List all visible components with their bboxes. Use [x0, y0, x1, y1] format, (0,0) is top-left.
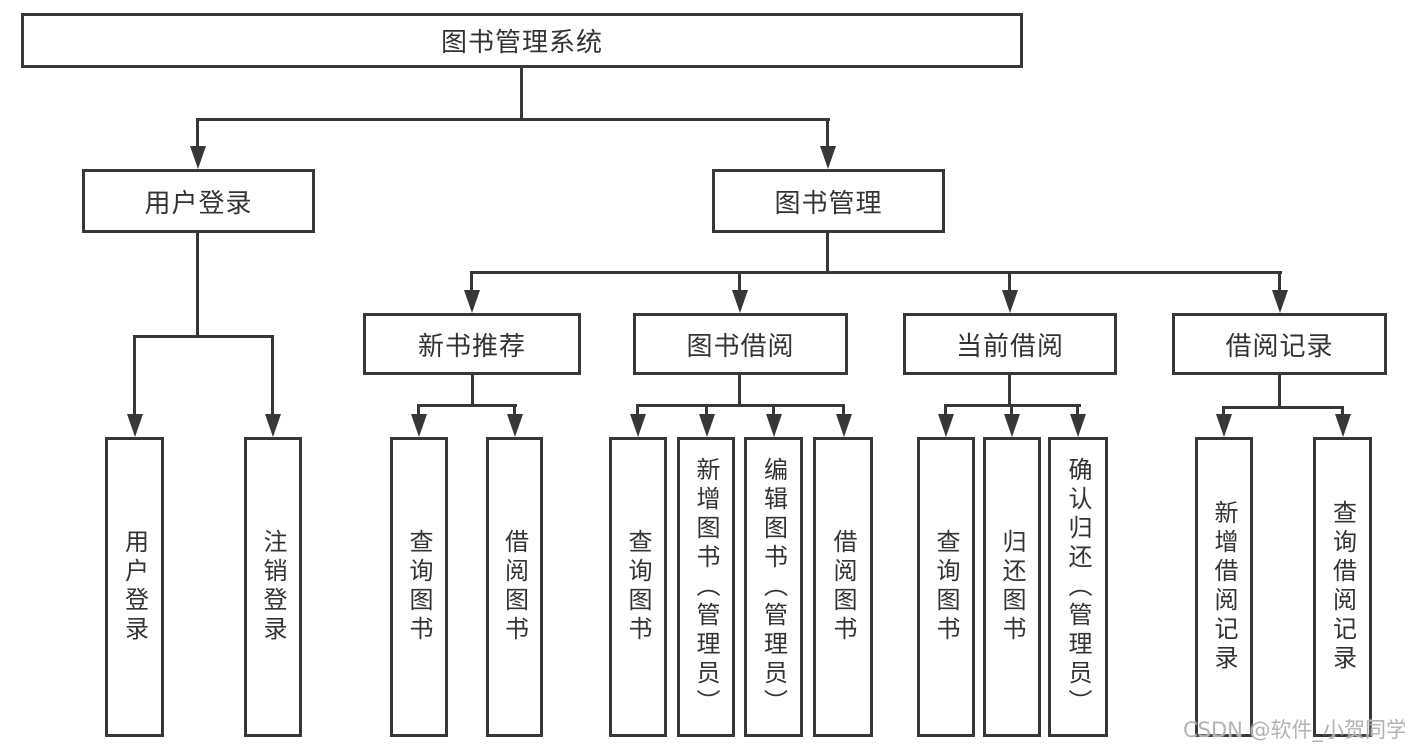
arrow-to-current-confirm [1070, 414, 1086, 437]
leaf-current-return-label: 归还图书 [998, 529, 1026, 645]
connector-current-query-stem [944, 404, 947, 417]
connector-level1-bus [196, 118, 830, 121]
connector-borrow-stem [738, 271, 741, 293]
node-borrow-records-label: 借阅记录 [1225, 331, 1334, 362]
connector-newbook-bus [417, 404, 517, 407]
leaf-current-confirm-label: 确认归还（管理员） [1064, 456, 1092, 718]
leaf-user-login: 用户登录 [105, 437, 164, 737]
connector-login-drop [196, 233, 199, 338]
leaf-records-query: 查询借阅记录 [1313, 437, 1372, 737]
connector-level2-bus [470, 271, 1282, 274]
connector-borrow-drop [738, 375, 741, 407]
connector-mgmt-stem [826, 118, 829, 151]
leaf-borrow-add: 新增图书（管理员） [677, 437, 735, 737]
leaf-current-return: 归还图书 [983, 437, 1041, 737]
arrow-to-login-user [127, 414, 143, 437]
connector-root-drop [520, 68, 523, 120]
arrow-to-current-return [1004, 414, 1020, 437]
connector-newbook-query-stem [417, 404, 420, 417]
connector-borrow-bus [636, 404, 845, 407]
connector-borrow-edit-stem [772, 404, 775, 417]
connector-current-return-stem [1010, 404, 1013, 417]
arrow-to-login [190, 146, 206, 169]
node-current-borrowing: 当前借阅 [903, 313, 1117, 375]
arrow-to-login-logout [265, 414, 281, 437]
connector-records-bus [1222, 406, 1344, 409]
connector-mgmt-drop [826, 233, 829, 274]
arrow-to-borrow-add [699, 414, 715, 437]
node-user-login-label: 用户登录 [144, 188, 253, 219]
connector-borrow-lend-stem [842, 404, 845, 417]
connector-current-confirm-stem [1076, 404, 1079, 417]
leaf-records-add-label: 新增借阅记录 [1210, 500, 1238, 674]
arrow-to-borrow-edit [766, 414, 782, 437]
node-book-management: 图书管理 [712, 169, 945, 233]
leaf-borrow-edit-label: 编辑图书（管理员） [759, 456, 788, 718]
leaf-borrow-query-label: 查询图书 [624, 529, 652, 645]
leaf-records-add: 新增借阅记录 [1195, 437, 1253, 737]
connector-records-drop [1278, 375, 1281, 409]
node-root-label: 图书管理系统 [440, 28, 603, 58]
leaf-current-confirm: 确认归还（管理员） [1048, 437, 1108, 737]
leaf-newbook-borrow: 借阅图书 [486, 437, 543, 737]
arrow-to-borrow [732, 290, 748, 313]
arrow-to-records-query [1335, 414, 1351, 437]
connector-login-user-stem [133, 335, 136, 417]
node-new-book-recommend-label: 新书推荐 [417, 331, 526, 362]
arrow-to-records-add [1216, 414, 1232, 437]
node-current-borrowing-label: 当前借阅 [955, 331, 1064, 362]
connector-records-stem [1278, 271, 1281, 293]
leaf-borrow-edit: 编辑图书（管理员） [744, 437, 803, 737]
arrow-to-borrow-query [630, 414, 646, 437]
arrow-to-current [1002, 290, 1018, 313]
connector-borrow-add-stem [705, 404, 708, 417]
node-new-book-recommend: 新书推荐 [363, 313, 581, 375]
arrow-to-newbook-borrow [507, 414, 523, 437]
connector-login-stem [196, 118, 199, 151]
arrow-to-newbook [464, 290, 480, 313]
leaf-newbook-query: 查询图书 [390, 437, 448, 737]
leaf-current-query: 查询图书 [917, 437, 975, 737]
node-borrow-records: 借阅记录 [1172, 313, 1387, 375]
arrow-to-borrow-lend [836, 414, 852, 437]
node-book-borrowing-label: 图书借阅 [686, 331, 795, 362]
arrow-to-mgmt [820, 146, 836, 169]
connector-current-stem [1008, 271, 1011, 293]
connector-login-logout-stem [271, 335, 274, 417]
leaf-borrow-add-label: 新增图书（管理员） [692, 456, 720, 718]
arrow-to-newbook-query [411, 414, 427, 437]
connector-newbook-stem [470, 271, 473, 293]
connector-borrow-query-stem [636, 404, 639, 417]
arrow-to-records [1272, 290, 1288, 313]
node-root: 图书管理系统 [21, 13, 1023, 68]
node-user-login: 用户登录 [82, 169, 315, 233]
leaf-records-query-label: 查询借阅记录 [1328, 500, 1357, 674]
leaf-newbook-query-label: 查询图书 [405, 529, 433, 645]
leaf-borrow-lend-label: 借阅图书 [829, 529, 857, 645]
leaf-current-query-label: 查询图书 [932, 529, 960, 645]
node-book-management-label: 图书管理 [774, 188, 883, 219]
connector-login-bus [133, 335, 274, 338]
csdn-watermark: CSDN @软件_小贺同学 [1183, 718, 1405, 742]
connector-records-add-stem [1222, 406, 1225, 417]
connector-records-query-stem [1341, 406, 1344, 417]
leaf-borrow-lend: 借阅图书 [813, 437, 873, 737]
arrow-to-current-query [938, 414, 954, 437]
leaf-logout: 注销登录 [244, 437, 302, 737]
leaf-borrow-query: 查询图书 [609, 437, 667, 737]
connector-newbook-borrow-stem [513, 404, 516, 417]
leaf-logout-label: 注销登录 [259, 529, 287, 645]
connector-newbook-drop [471, 375, 474, 407]
node-book-borrowing: 图书借阅 [633, 313, 848, 375]
leaf-user-login-label: 用户登录 [120, 529, 149, 645]
leaf-newbook-borrow-label: 借阅图书 [500, 529, 529, 645]
connector-current-drop [1008, 375, 1011, 407]
